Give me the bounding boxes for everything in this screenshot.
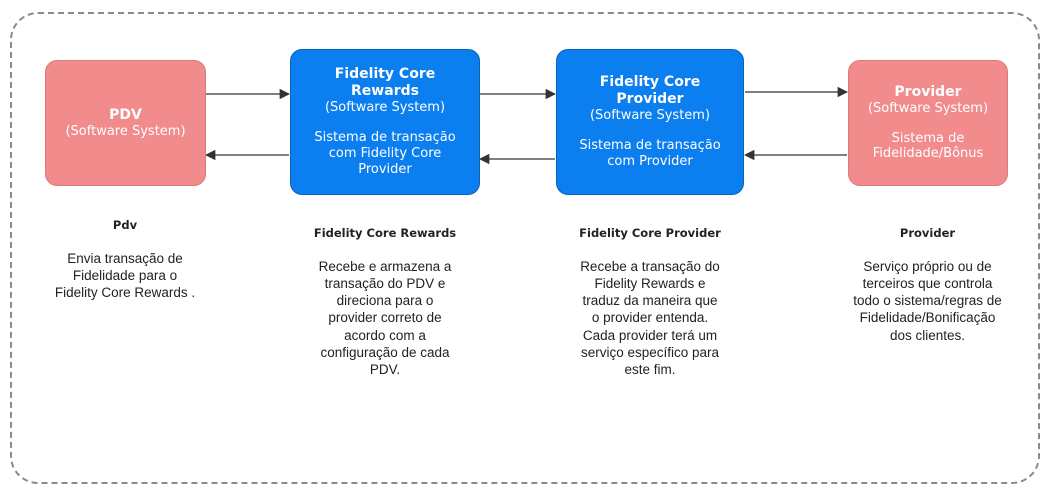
rewards-box: Fidelity Core Rewards (Software System) … bbox=[290, 49, 480, 195]
core-provider-title-line-1: Fidelity Core bbox=[599, 74, 701, 91]
core-provider-caption-line: traduz da maneira que bbox=[582, 293, 718, 309]
pdv-subtitle: (Software System) bbox=[65, 123, 186, 139]
core-provider-box: Fidelity Core Provider (Software System)… bbox=[556, 49, 744, 195]
rewards-title-line-2: Rewards bbox=[351, 83, 419, 100]
pdv-caption-line: Fidelity Core Rewards . bbox=[54, 285, 196, 301]
rewards-desc-line-3: Provider bbox=[358, 161, 412, 177]
provider-caption-heading: Provider bbox=[899, 226, 956, 240]
pdv-caption: Pdv Envia transação de Fidelidade para o… bbox=[25, 218, 225, 301]
provider-box: Provider (Software System) Sistema de Fi… bbox=[848, 60, 1008, 186]
pdv-title: PDV bbox=[109, 106, 142, 123]
rewards-caption-line: acordo com a bbox=[344, 327, 426, 343]
pdv-caption-heading: Pdv bbox=[112, 218, 138, 232]
rewards-caption-line: configuração de cada bbox=[320, 344, 450, 360]
provider-subtitle: (Software System) bbox=[867, 100, 989, 116]
core-provider-desc-line-2: com Provider bbox=[607, 154, 693, 169]
provider-desc-line-2: Fidelidade/Bônus bbox=[872, 146, 984, 162]
rewards-caption-line: provider correto de bbox=[328, 310, 442, 326]
pdv-caption-line: Fidelidade para o bbox=[72, 268, 178, 284]
provider-caption: Provider Serviço próprio ou de terceiros… bbox=[820, 226, 1035, 344]
rewards-caption-line: PDV. bbox=[369, 361, 401, 377]
pdv-box: PDV (Software System) bbox=[45, 60, 206, 186]
core-provider-caption-line: serviço específico para bbox=[580, 344, 720, 360]
provider-desc-line-1: Sistema de bbox=[891, 130, 965, 146]
core-provider-caption-line: Fidelity Rewards e bbox=[594, 276, 706, 292]
core-provider-title-line-2: Provider bbox=[616, 91, 684, 108]
provider-caption-line: todo o sistema/regras de bbox=[853, 293, 1002, 309]
provider-caption-line: dos clientes. bbox=[889, 327, 966, 343]
provider-caption-line: terceiros que controla bbox=[862, 276, 993, 292]
system-boundary bbox=[10, 12, 1040, 484]
rewards-subtitle: (Software System) bbox=[324, 100, 446, 116]
provider-caption-line: Fidelidade/Bonificação bbox=[859, 310, 996, 326]
rewards-title-line-1: Fidelity Core bbox=[334, 66, 436, 83]
core-provider-caption-line: Recebe a transação do bbox=[580, 259, 720, 274]
rewards-caption-heading: Fidelity Core Rewards bbox=[313, 226, 457, 240]
core-provider-caption-line: o provider entenda. bbox=[591, 310, 709, 326]
rewards-caption-line: transação do PDV e bbox=[324, 276, 446, 292]
core-provider-caption: Fidelity Core Provider Recebe a transaçã… bbox=[545, 226, 755, 378]
pdv-caption-line: Envia transação de bbox=[67, 251, 183, 266]
core-provider-caption-line: Cada provider terá um bbox=[582, 327, 718, 343]
provider-title: Provider bbox=[894, 83, 962, 100]
core-provider-caption-heading: Fidelity Core Provider bbox=[579, 226, 721, 240]
provider-caption-line: Serviço próprio ou de bbox=[863, 259, 992, 274]
rewards-caption: Fidelity Core Rewards Recebe e armazena … bbox=[280, 226, 490, 378]
core-provider-desc-line-1: Sistema de transação bbox=[579, 138, 721, 154]
core-provider-caption-line: este fim. bbox=[624, 361, 676, 377]
core-provider-subtitle: (Software System) bbox=[589, 108, 711, 124]
rewards-desc-line-2: com Fidelity Core bbox=[328, 146, 442, 162]
rewards-caption-line: Recebe e armazena a bbox=[318, 259, 452, 274]
rewards-caption-line: direciona para o bbox=[336, 293, 434, 309]
rewards-desc-line-1: Sistema de transação bbox=[314, 130, 456, 146]
